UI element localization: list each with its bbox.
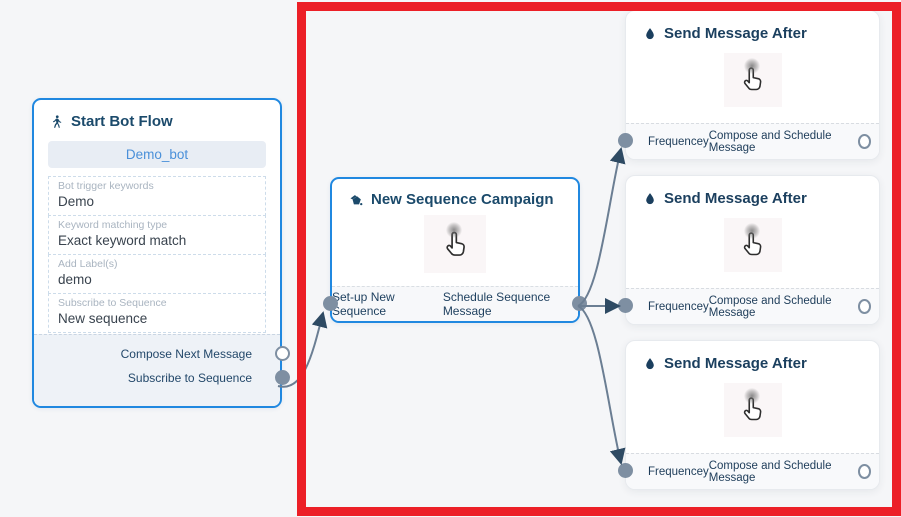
click-hint-tile[interactable] [723,383,782,437]
send-output-port[interactable] [857,134,871,149]
field-label: Add Label(s) [58,258,118,270]
click-hint-tile[interactable] [424,215,486,273]
start-node-footer: Compose Next Message Subscribe to Sequen… [34,334,290,406]
start-node-title: Start Bot Flow [71,113,173,130]
send-message-after-node-3[interactable]: Send Message After Frequencey Compose an… [618,340,880,490]
field-label: Bot trigger keywords [58,180,154,192]
water-drop-icon [643,356,657,372]
send-input-port[interactable] [618,298,633,313]
send-output-label: Compose and Schedule Message [708,294,832,319]
send-node-footer: Frequencey Compose and Schedule Message [626,123,879,159]
output-label: Subscribe to Sequence [127,371,252,385]
send-message-after-node-2[interactable]: Send Message After Frequencey Compose an… [618,175,880,325]
click-ripple [743,58,760,74]
field-value: Exact keyword match [58,233,187,248]
field-bot-trigger-keywords[interactable]: Bot trigger keywords Demo [48,176,266,216]
hand-pointer-icon [437,222,473,263]
walking-person-icon [49,114,64,130]
wire-sequence-to-send-3 [577,305,626,465]
hand-pointer-icon [735,58,771,99]
new-sequence-campaign-node[interactable]: New Sequence Campaign Set-up New Sequenc… [323,177,587,323]
send-node-header: Send Message After [626,341,879,376]
sequence-input-label: Set-up New Sequence [332,290,395,318]
field-subscribe-to-sequence[interactable]: Subscribe to Sequence New sequence [48,293,266,333]
click-hint-tile[interactable] [723,53,782,107]
start-node-fields: Bot trigger keywords Demo Keyword matchi… [48,176,266,333]
send-message-after-node-1[interactable]: Send Message After Frequencey Compose an… [618,10,880,160]
send-node-title: Send Message After [664,355,807,372]
send-output-label: Compose and Schedule Message [708,459,832,484]
field-label: Keyword matching type [58,219,168,231]
send-node-header: Send Message After [626,11,879,46]
send-node-header: Send Message After [626,176,879,211]
send-output-port[interactable] [857,464,871,479]
start-bot-flow-node[interactable]: Start Bot Flow Demo_bot Bot trigger keyw… [32,98,290,408]
send-input-port[interactable] [618,463,633,478]
hand-pointer-icon [735,223,771,264]
send-node-title: Send Message After [664,25,807,42]
bot-name-button[interactable]: Demo_bot [48,141,266,168]
output-port-compose-next-message[interactable] [275,346,290,361]
send-node-footer: Frequencey Compose and Schedule Message [626,288,879,324]
send-input-label: Frequencey [648,300,709,313]
field-value: New sequence [58,311,148,326]
water-drop-icon [643,26,657,42]
send-input-port[interactable] [618,133,633,148]
click-hint-tile[interactable] [723,218,782,272]
send-input-label: Frequencey [648,465,709,478]
send-output-label: Compose and Schedule Message [708,129,832,154]
output-label: Compose Next Message [120,347,252,361]
sequence-node-header: New Sequence Campaign [332,179,578,212]
sequence-node-footer: Set-up New Sequence Schedule Sequence Me… [332,286,578,321]
sequence-output-port[interactable] [572,296,587,311]
send-output-port[interactable] [857,299,871,314]
send-node-title: Send Message After [664,190,807,207]
start-node-header: Start Bot Flow [34,100,280,139]
output-compose-next-message: Compose Next Message [34,346,290,370]
hand-pointer-icon [735,388,771,429]
field-keyword-matching-type[interactable]: Keyword matching type Exact keyword matc… [48,215,266,255]
click-ripple [446,222,462,238]
click-ripple [743,223,760,239]
field-label: Subscribe to Sequence [58,297,167,309]
send-node-footer: Frequencey Compose and Schedule Message [626,453,879,489]
output-subscribe-to-sequence: Subscribe to Sequence [34,370,290,394]
output-port-subscribe-to-sequence[interactable] [275,370,290,385]
field-value: demo [58,272,92,287]
water-drop-icon [643,191,657,207]
field-value: Demo [58,194,95,209]
sequence-output-label: Schedule Sequence Message [442,290,551,318]
send-input-label: Frequencey [648,135,709,148]
field-add-labels[interactable]: Add Label(s) demo [48,254,266,294]
ink-fill-icon [347,192,364,208]
click-ripple [743,388,760,404]
sequence-input-port[interactable] [323,296,338,311]
wire-sequence-to-send-1 [577,147,626,307]
sequence-node-title: New Sequence Campaign [371,191,554,208]
